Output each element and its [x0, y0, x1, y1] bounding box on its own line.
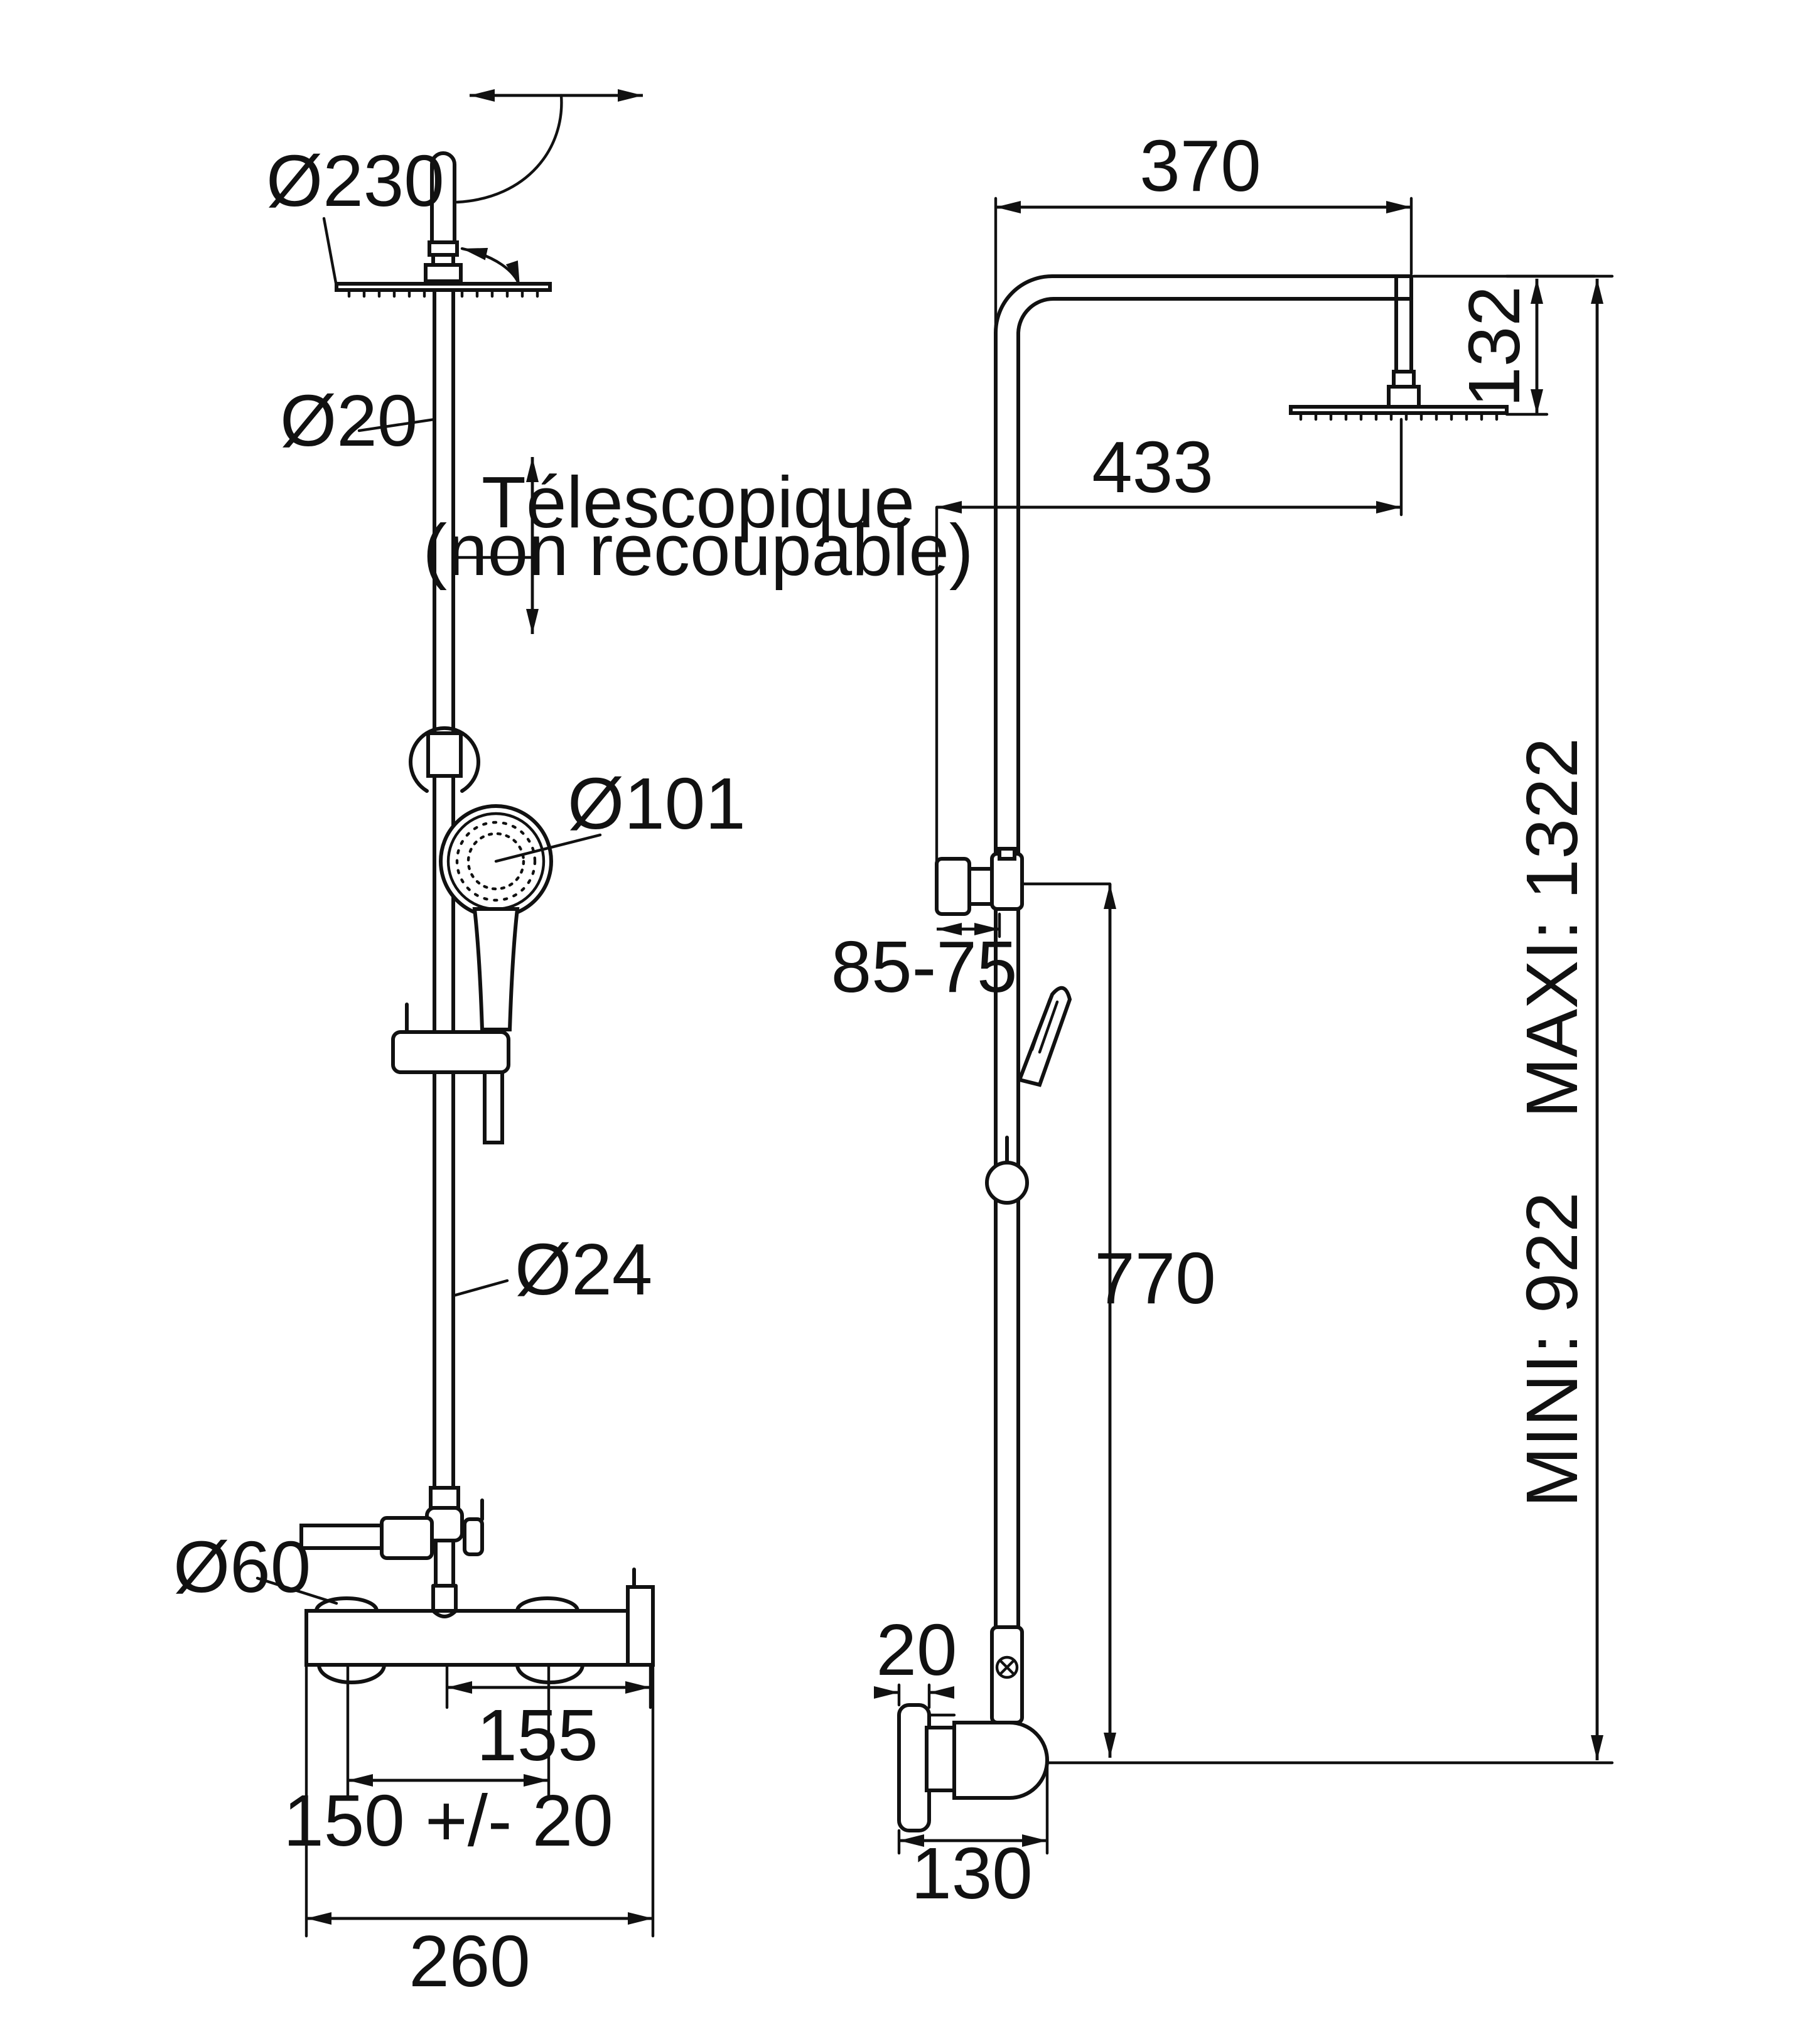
dimension-770-label: 770	[1094, 1237, 1216, 1319]
dimension-770: 770	[1094, 884, 1216, 1758]
dimension-130-label: 130	[911, 1832, 1033, 1914]
escutcheon-diameter-label: Ø60	[173, 1526, 311, 1608]
dimension-20-label: 20	[876, 1609, 957, 1691]
dimension-260-label: 260	[409, 1920, 530, 2002]
telescopic-label-line1: Télescopique	[482, 461, 915, 543]
dimension-20: 20	[874, 1609, 957, 1709]
dimension-155-label: 155	[477, 1694, 598, 1776]
side-knob	[985, 1136, 1029, 1205]
side-mixer	[897, 1625, 1049, 1832]
side-view: 370 132 433 85-75	[831, 125, 1614, 1914]
dimension-total-height: MAXI: 1322 MINI: 922	[1045, 274, 1614, 1765]
slider	[391, 1003, 510, 1144]
dimension-132-label: 132	[1453, 286, 1535, 407]
dimension-370-label: 370	[1139, 125, 1261, 207]
telescopic-indicator: Télescopique (non recoupable)	[423, 457, 974, 634]
dimension-433: 433	[935, 417, 1403, 881]
upper-tube-diameter-label: Ø20	[280, 380, 417, 461]
upper-tube: Ø20	[280, 288, 455, 1490]
side-column	[994, 274, 1509, 1629]
diverter	[299, 1486, 484, 1588]
dimension-entraxe: 150 +/- 20	[283, 1663, 613, 1861]
dimension-entraxe-label: 150 +/- 20	[283, 1780, 613, 1861]
head-diameter-label: Ø230	[266, 140, 444, 222]
dimension-433-label: 433	[1092, 426, 1214, 508]
front-view: Ø230 Ø20 Télescopique (non recoupable)	[173, 89, 974, 2002]
mixer-body: Ø60	[173, 1526, 655, 1684]
side-slider: 85-75	[831, 847, 1112, 1008]
rotation-arrow-icon	[455, 89, 643, 204]
dimension-maxi-label: MAXI: 1322	[1511, 738, 1593, 1118]
hand-shower-diameter-label: Ø101	[568, 763, 746, 844]
shower-arm	[424, 151, 522, 288]
hand-shower: Ø101	[439, 763, 746, 1031]
side-hand-shower	[1016, 986, 1072, 1087]
dimension-mini-label: MINI: 922	[1511, 1192, 1593, 1508]
wall-bracket	[409, 726, 480, 793]
dimension-85-75-label: 85-75	[831, 926, 1018, 1008]
lower-tube-diameter-label: Ø24	[515, 1229, 652, 1310]
dimension-260: 260	[304, 1663, 655, 2002]
dimension-130: 130	[897, 1761, 1049, 1914]
telescopic-label-line2: (non recoupable)	[423, 509, 973, 591]
shower-head: Ø230	[266, 140, 552, 298]
dimension-370: 370	[994, 125, 1413, 331]
dimension-132: 132	[1412, 274, 1596, 416]
